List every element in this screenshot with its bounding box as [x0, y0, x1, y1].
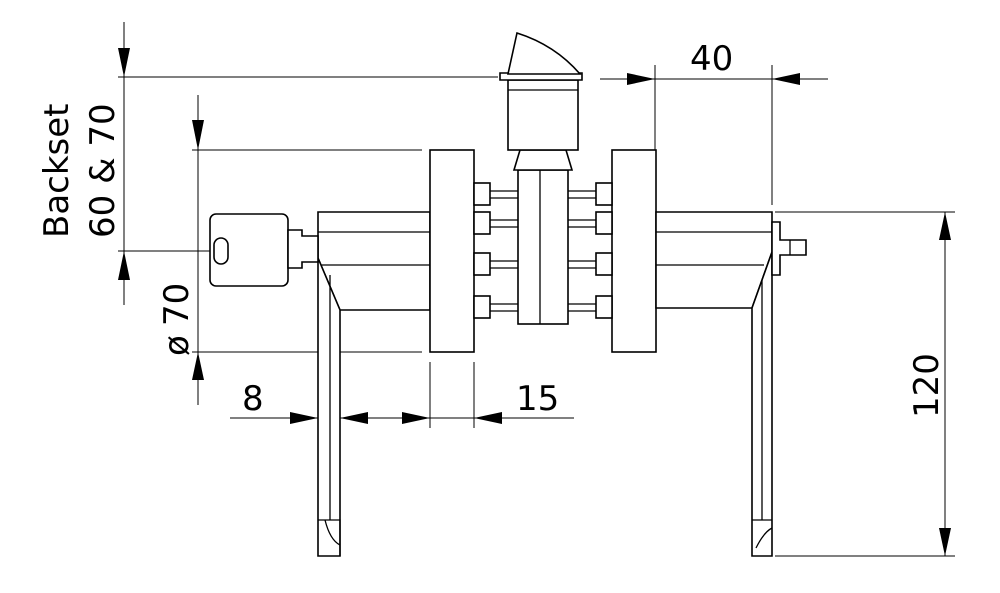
diameter-symbol: ø: [157, 335, 197, 356]
lockset-geometry: [209, 31, 807, 557]
cylinder-housing: [507, 79, 579, 151]
spindle-tab: [771, 221, 807, 276]
key-icon: [209, 213, 319, 287]
width-40-label: 40: [690, 39, 733, 79]
left-bolts: [473, 182, 518, 319]
left-lever-grip: [317, 257, 341, 557]
right-lever-bar: [655, 211, 773, 309]
thickness-8-label: 8: [242, 379, 264, 419]
height-120-label: 120: [907, 353, 947, 418]
diameter-dimension: ø 70: [157, 283, 197, 356]
backset-label: Backset: [37, 103, 77, 238]
dimension-labels: Backset 60 & 70 ø 70 40 120 8 15: [37, 39, 947, 419]
right-rose: [611, 149, 657, 353]
left-rose: [429, 149, 475, 353]
thickness-15-label: 15: [516, 379, 559, 419]
diameter-value: 70: [157, 283, 197, 326]
dimension-lines: [118, 22, 955, 557]
lock-body: [517, 169, 569, 325]
right-bolts: [568, 182, 613, 319]
backset-values: 60 & 70: [83, 103, 123, 238]
left-lever-bar: [317, 211, 431, 311]
